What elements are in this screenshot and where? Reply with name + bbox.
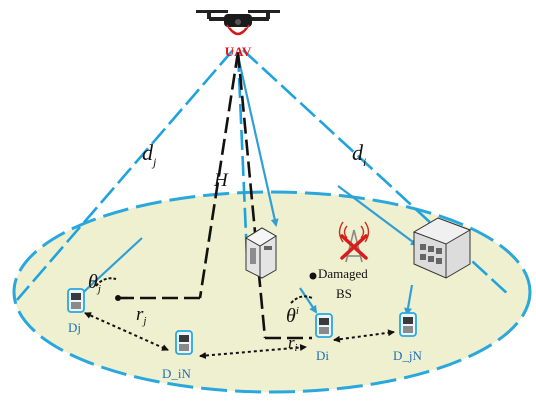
theta-i-label: θi: [286, 305, 299, 327]
height-label: H: [213, 170, 229, 191]
line-uav-to-dj: [198, 51, 240, 299]
damaged-bs-marker: [309, 272, 317, 280]
distance-di-label: di: [352, 140, 366, 169]
phone-icon-djn: [399, 312, 417, 337]
arrow-to-server: [337, 185, 419, 247]
device-dj-label: Dj: [68, 320, 81, 335]
damaged-label: Damaged: [318, 266, 368, 281]
theta-j-arc: [95, 277, 117, 287]
dj-ground-point: [115, 295, 121, 301]
black-dashed-lines: [118, 51, 312, 340]
uav-drone-icon: [196, 10, 280, 27]
ri-label: ri: [288, 333, 298, 354]
arrow-to-bs: [236, 55, 279, 227]
uav-label: UAV: [225, 44, 252, 59]
distance-dj-label: dj: [142, 140, 157, 169]
beam-to-dj-edge: [16, 49, 234, 301]
arrow-to-dj: [73, 237, 143, 302]
phone-icon-din: [175, 330, 193, 355]
beam-center: [236, 51, 249, 259]
device-di-label: Di: [316, 348, 329, 363]
bs-label: BS: [336, 286, 352, 301]
phone-icon-di: [315, 313, 333, 338]
base-station-cabinet-icon: [245, 227, 277, 279]
arrow-to-djn: [404, 284, 414, 316]
phone-icon-dj: [67, 288, 85, 313]
device-djn-label: D_jN: [393, 348, 423, 363]
d2d-links: [84, 312, 395, 359]
blue-arrows: [73, 55, 419, 316]
arrow-to-di: [299, 287, 318, 314]
damaged-tower-icon: [338, 221, 370, 263]
antenna-icon: [226, 24, 250, 36]
link-di-djn: [333, 329, 395, 343]
theta-j-label: θj: [88, 271, 101, 295]
line-uav-to-di: [236, 51, 267, 339]
server-rack-icon: [412, 217, 472, 279]
rj-label: rj: [136, 304, 146, 327]
theta-i-arc: [290, 295, 313, 304]
device-din-label: D_iN: [162, 366, 192, 381]
